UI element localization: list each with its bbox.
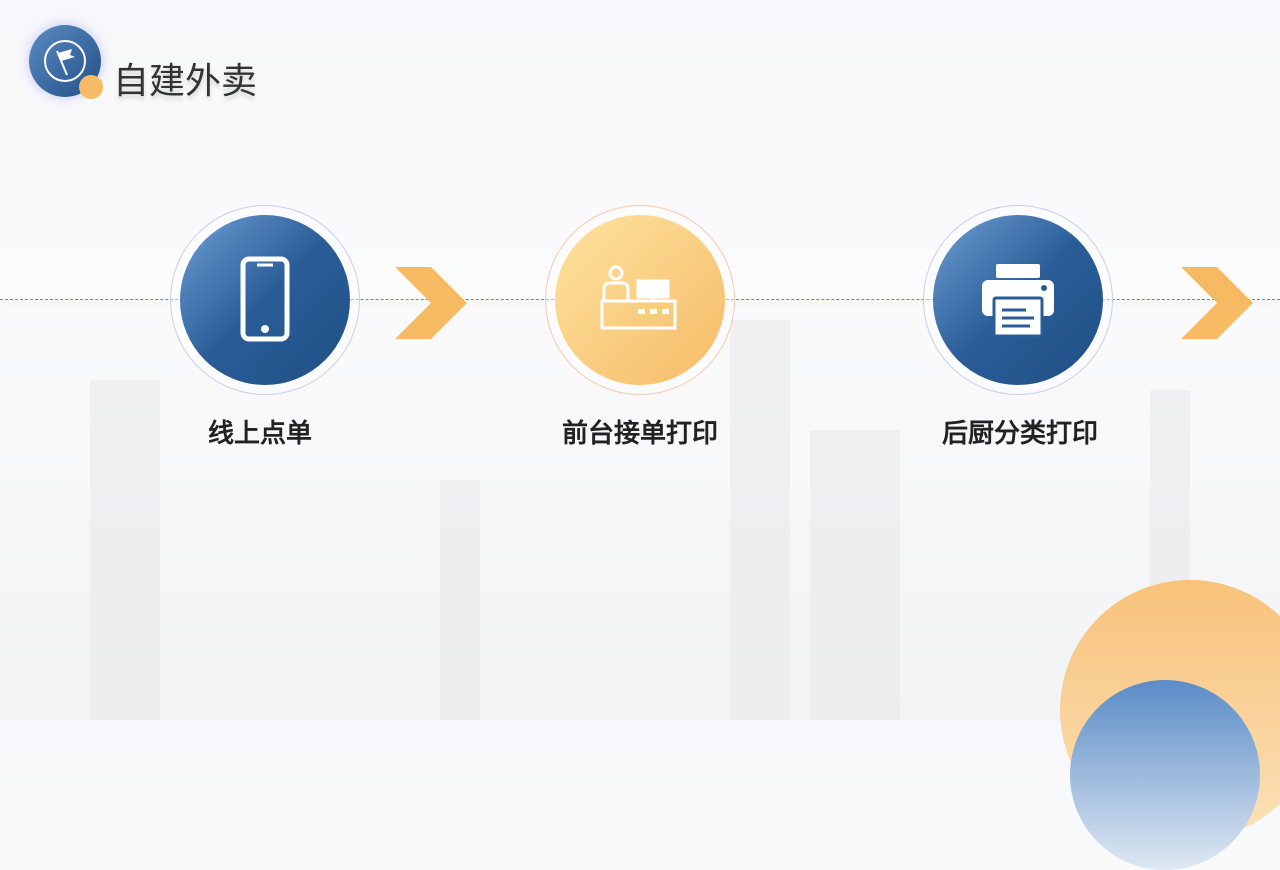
chevron-right-icon (1181, 267, 1253, 339)
step-label: 前台接单打印 (561, 419, 718, 449)
phone-icon (240, 256, 290, 342)
step-front-desk (545, 205, 735, 395)
step-label: 后厨分类打印 (941, 419, 1098, 449)
flag-icon (44, 40, 86, 82)
page-title: 自建外卖 (113, 61, 258, 102)
reception-desk-icon (600, 265, 677, 330)
chevron-right-icon (395, 267, 467, 339)
step-online-order (170, 205, 360, 395)
logo-badge (29, 25, 103, 99)
printer-icon (982, 264, 1054, 338)
decor-circle (1070, 680, 1260, 870)
step-label: 线上点单 (207, 419, 312, 449)
step-kitchen-print (923, 205, 1113, 395)
